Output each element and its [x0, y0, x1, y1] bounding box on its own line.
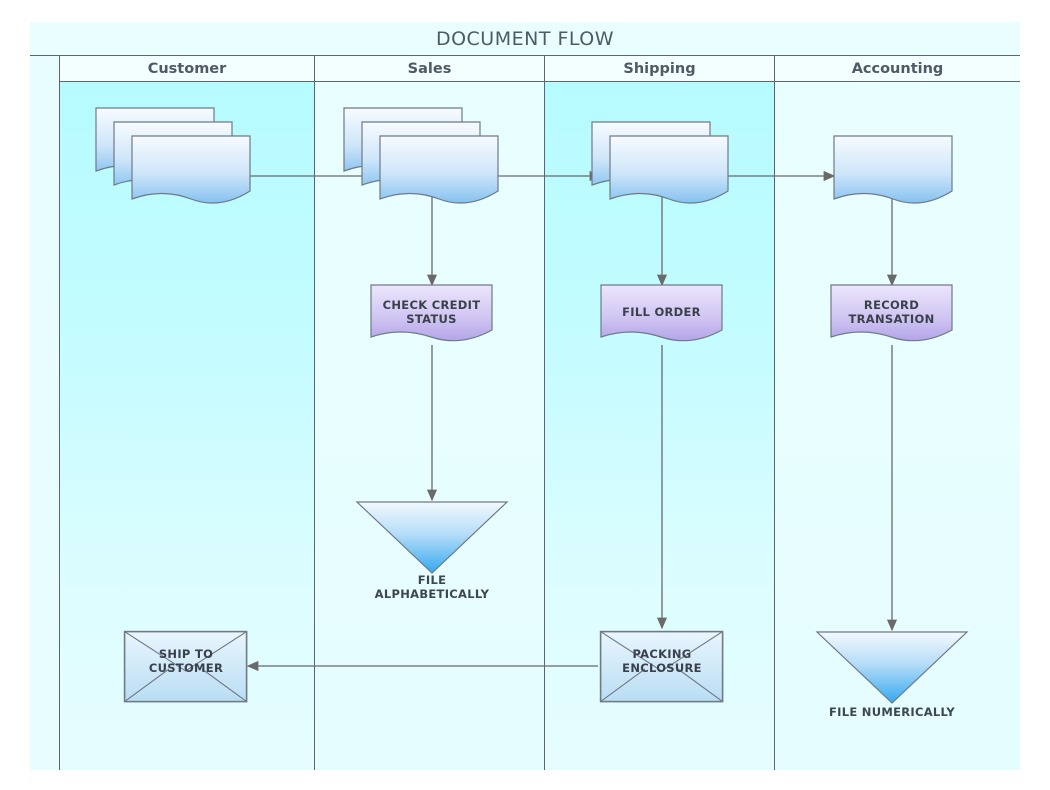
swimlane-header-shipping: Shipping: [545, 56, 774, 82]
node-customer-documents[interactable]: [95, 107, 256, 204]
node-label-ship-to-customer: SHIP TO CUSTOMER: [148, 647, 224, 675]
swimlane-header-accounting: Accounting: [775, 56, 1020, 82]
node-label-file-alphabetically: FILE ALPHABETICALLY: [374, 573, 490, 601]
swimlane-label-shipping: Shipping: [623, 60, 696, 77]
swimlane-label-accounting: Accounting: [851, 60, 944, 77]
node-label-fill-order: FILL ORDER: [622, 305, 701, 319]
node-accounting-document[interactable]: [833, 135, 962, 206]
swimlane-label-customer: Customer: [147, 60, 227, 77]
node-sales-documents[interactable]: [343, 107, 504, 204]
node-check-credit-status[interactable]: [370, 284, 495, 347]
node-packing-enclosure[interactable]: [599, 630, 724, 703]
swimlane-sales: Sales: [315, 56, 545, 770]
node-record-transation[interactable]: [830, 284, 955, 347]
swimlane-body-sales: [315, 82, 544, 770]
diagram-title-bar: DOCUMENT FLOW: [30, 22, 1020, 56]
node-label-check-credit-status: CHECK CREDIT STATUS: [382, 298, 481, 326]
node-label-file-numerically: FILE NUMERICALLY: [828, 705, 956, 719]
node-ship-to-customer[interactable]: [123, 630, 248, 703]
swimlane-header-sales: Sales: [315, 56, 544, 82]
left-margin-stripe: [30, 56, 60, 770]
node-file-alphabetically[interactable]: [355, 501, 509, 574]
node-fill-order[interactable]: [600, 284, 725, 347]
page-title: DOCUMENT FLOW: [435, 27, 615, 50]
node-label-record-transation: RECORD TRANSATION: [848, 298, 935, 326]
swimlane-label-sales: Sales: [407, 60, 452, 77]
node-shipping-documents[interactable]: [591, 121, 738, 204]
swimlane-header-customer: Customer: [60, 56, 314, 82]
node-file-numerically[interactable]: [815, 631, 969, 704]
node-label-packing-enclosure: PACKING ENCLOSURE: [622, 647, 702, 675]
